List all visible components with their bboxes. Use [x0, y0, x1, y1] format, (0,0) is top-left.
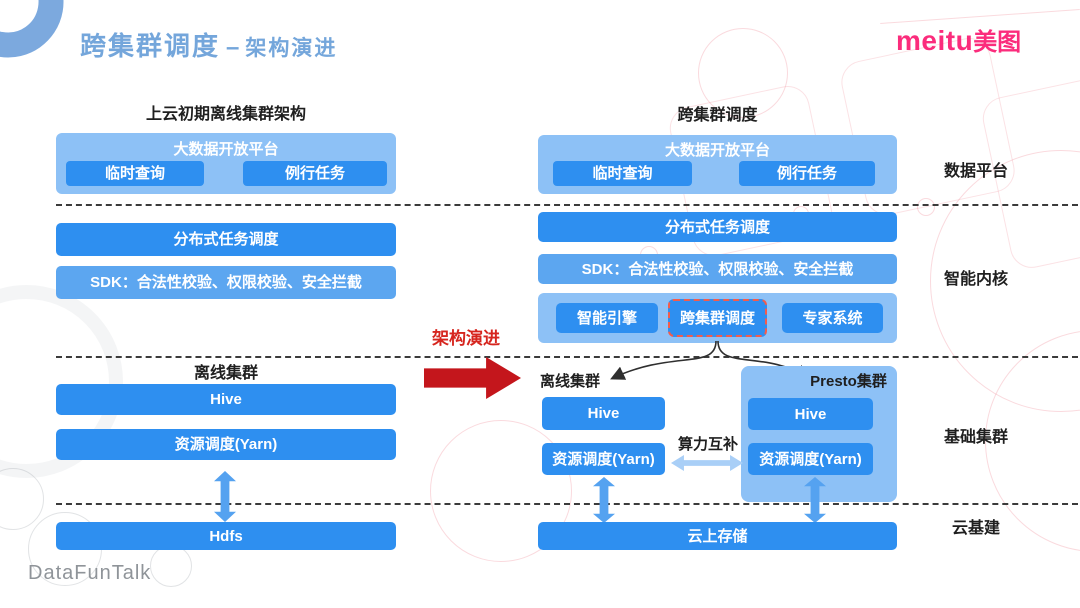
right-scheduler-box: 分布式任务调度 [538, 212, 897, 242]
decoration-circle [150, 545, 192, 587]
left-cluster-title: 离线集群 [193, 365, 258, 382]
right-offline-cluster-title: 离线集群 [540, 373, 601, 390]
logo-text-cn: 美图 [973, 29, 1022, 56]
left-sdk-box: SDK：合法性校验、权限校验、安全拦截 [56, 266, 396, 299]
logo-text-en: meitu [896, 25, 974, 56]
layer-divider [56, 503, 1078, 505]
cross-cluster-box: 跨集群调度 [668, 299, 767, 337]
decoration-circle [698, 28, 788, 118]
datafuntalk-watermark: DataFunTalk [28, 562, 152, 584]
right-adhoc-query-box: 临时查询 [553, 161, 692, 186]
layer-label-data-platform: 数据平台 [943, 163, 1008, 180]
left-yarn-box: 资源调度(Yarn) [56, 429, 396, 460]
presto-yarn-box: 资源调度(Yarn) [748, 443, 873, 475]
layer-divider [56, 204, 1078, 206]
title-subtitle: 架构演进 [245, 37, 338, 60]
decoration-circle [917, 198, 935, 216]
exchange-label: 算力互补 [677, 436, 738, 453]
header-ring-icon [0, 0, 64, 58]
left-updown-arrow-icon [214, 471, 236, 522]
left-hdfs-box: Hdfs [56, 522, 396, 550]
right-offline-yarn-box: 资源调度(Yarn) [542, 443, 665, 475]
presto-hive-box: Hive [748, 398, 873, 430]
title-main: 跨集群调度 [80, 31, 221, 61]
right-diagram-title: 跨集群调度 [677, 107, 758, 124]
engine-box: 智能引擎 [556, 303, 658, 333]
right-platform-label: 大数据开放平台 [664, 142, 770, 159]
page-title: 跨集群调度–架构演进 [80, 26, 337, 63]
layer-label-cloud-infra: 云基建 [951, 520, 1000, 537]
decoration-circle [0, 468, 44, 530]
left-hive-box: Hive [56, 384, 396, 415]
title-dash: – [226, 34, 240, 61]
presto-panel [741, 366, 897, 502]
left-routine-task-box: 例行任务 [243, 161, 387, 186]
transition-label: 架构演进 [432, 329, 500, 348]
cloud-storage-box: 云上存储 [538, 522, 897, 550]
right-sdk-box: SDK：合法性校验、权限校验、安全拦截 [538, 254, 897, 284]
left-platform-label: 大数据开放平台 [173, 141, 279, 158]
left-adhoc-query-box: 临时查询 [66, 161, 204, 186]
right-offline-updown-arrow-icon [593, 477, 615, 523]
right-offline-hive-box: Hive [542, 397, 665, 430]
left-diagram-title: 上云初期离线集群架构 [145, 106, 306, 123]
layer-divider [56, 356, 1078, 358]
right-routine-task-box: 例行任务 [739, 161, 875, 186]
expert-box: 专家系统 [782, 303, 883, 333]
meitu-logo: meitu美图 [896, 22, 1021, 57]
left-scheduler-box: 分布式任务调度 [56, 223, 396, 256]
layer-label-smart-kernel: 智能内核 [943, 271, 1008, 288]
exchange-arrow-icon [671, 455, 743, 471]
layer-label-base-cluster: 基础集群 [943, 429, 1008, 446]
transition-arrow-icon [424, 357, 521, 399]
presto-cluster-title: Presto集群 [810, 373, 887, 390]
